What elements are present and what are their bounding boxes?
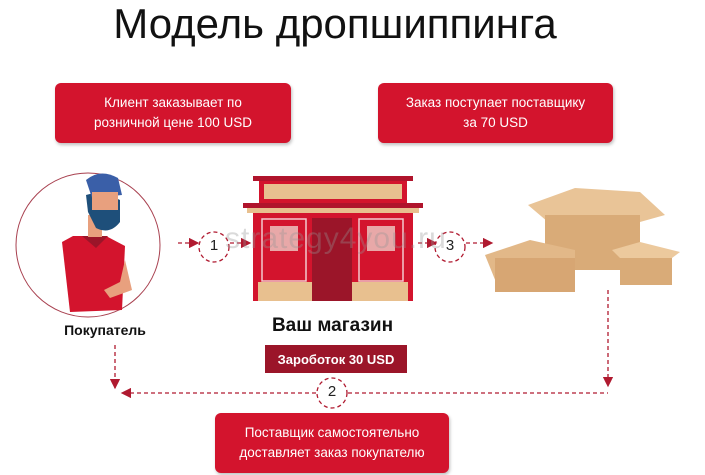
- flow-arrows: [109, 231, 614, 409]
- step-3-label: 3: [445, 237, 455, 254]
- client-order-box: Клиент заказывает по розничной цене 100 …: [55, 83, 291, 143]
- page-title: Модель дропшиппинга: [113, 0, 557, 47]
- parcels-illustration: [485, 188, 680, 292]
- supplier-order-box: Заказ поступает поставщику за 70 USD: [378, 83, 613, 143]
- client-order-text: Клиент заказывает по розничной цене 100 …: [94, 95, 252, 130]
- buyer-label: Покупатель: [64, 322, 146, 338]
- watermark: strategy4you.ru: [225, 222, 447, 255]
- delivery-box: Поставщик самостоятельно доставляет зака…: [215, 413, 449, 473]
- buyer-illustration: [15, 172, 161, 318]
- earnings-badge: Зароботок 30 USD: [265, 345, 407, 373]
- shop-illustration: [243, 176, 423, 301]
- step-2-label: 2: [327, 383, 337, 400]
- step-1-label: 1: [209, 237, 219, 254]
- delivery-text: Поставщик самостоятельно доставляет зака…: [239, 425, 425, 460]
- shop-label: Ваш магазин: [271, 315, 394, 336]
- supplier-order-text: Заказ поступает поставщику за 70 USD: [405, 95, 586, 130]
